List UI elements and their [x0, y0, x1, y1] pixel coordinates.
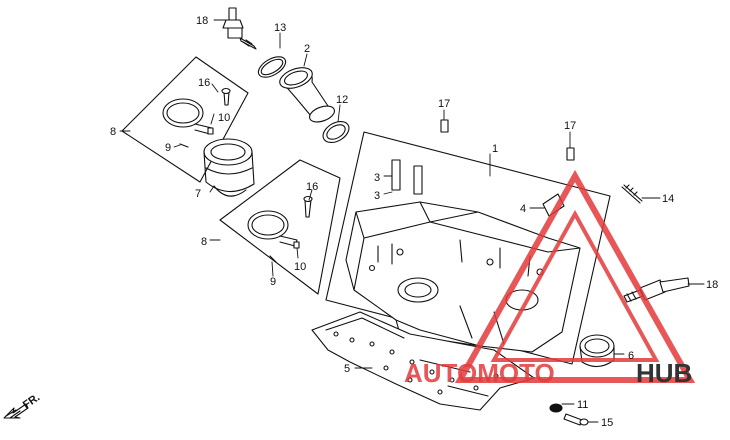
band-group-box-upper	[121, 56, 249, 183]
carburetor-insulator	[203, 138, 255, 197]
bolt-16-lower	[303, 195, 313, 218]
callout-6: 6	[628, 350, 634, 362]
cap-plug-6	[579, 334, 615, 368]
automotohub-watermark: AUTOMOTO HUB	[404, 169, 696, 388]
nut-10-upper	[207, 127, 214, 135]
callout-16-lower: 16	[306, 181, 318, 193]
screw-9-upper	[179, 143, 189, 148]
callout-8-lower: 8	[201, 236, 207, 248]
screw-9-lower	[269, 255, 277, 263]
o-ring-13	[257, 56, 287, 78]
callout-numbers: 18 13 2 16 10 8 9 12 17 1 17 3 3 7 16 4 …	[21, 15, 718, 429]
callout-2: 2	[304, 43, 310, 55]
head-gasket	[311, 311, 535, 411]
callout-8-upper: 8	[110, 126, 116, 138]
spark-plug-top	[222, 7, 257, 50]
hose-band-upper	[162, 98, 213, 135]
valve-guides	[391, 159, 423, 195]
callout-14: 14	[662, 193, 674, 205]
callout-4: 4	[520, 203, 526, 215]
stud-bolt-14	[621, 184, 643, 204]
watermark-text-dark: HUB	[636, 358, 692, 388]
leader-lines	[119, 19, 705, 423]
callout-15: 15	[601, 417, 613, 429]
band-group-box-lower	[219, 159, 341, 295]
dowel-pin-17-right	[566, 147, 575, 161]
callout-7: 7	[195, 188, 201, 200]
bolt-15	[563, 413, 589, 426]
callout-11: 11	[577, 399, 588, 411]
callout-10-upper: 10	[218, 112, 230, 124]
callout-13: 13	[274, 22, 286, 34]
callout-1: 1	[492, 143, 498, 155]
callout-18-right: 18	[706, 279, 718, 291]
bolt-16-upper	[221, 87, 231, 106]
o-ring-12	[322, 120, 350, 144]
front-direction-arrow-icon	[3, 403, 29, 419]
callout-5: 5	[344, 363, 350, 375]
callout-10-lower: 10	[294, 261, 306, 273]
watermark-text-red: AUTOMOTO	[404, 358, 555, 388]
nut-10-lower	[293, 241, 300, 249]
washer-11	[549, 403, 563, 413]
callout-18-top: 18	[196, 15, 208, 27]
hose-band-lower	[247, 210, 298, 247]
callout-9-upper: 9	[165, 142, 171, 154]
callout-3-upper: 3	[374, 172, 380, 184]
callout-17-right: 17	[564, 120, 576, 132]
callout-16-upper: 16	[198, 77, 210, 89]
dowel-pin-17-left	[440, 119, 449, 133]
callout-12: 12	[336, 94, 348, 106]
callout-9-lower: 9	[270, 276, 276, 288]
intake-pipe	[279, 67, 335, 123]
callout-17-left: 17	[438, 98, 450, 110]
callout-3-lower: 3	[374, 190, 380, 202]
